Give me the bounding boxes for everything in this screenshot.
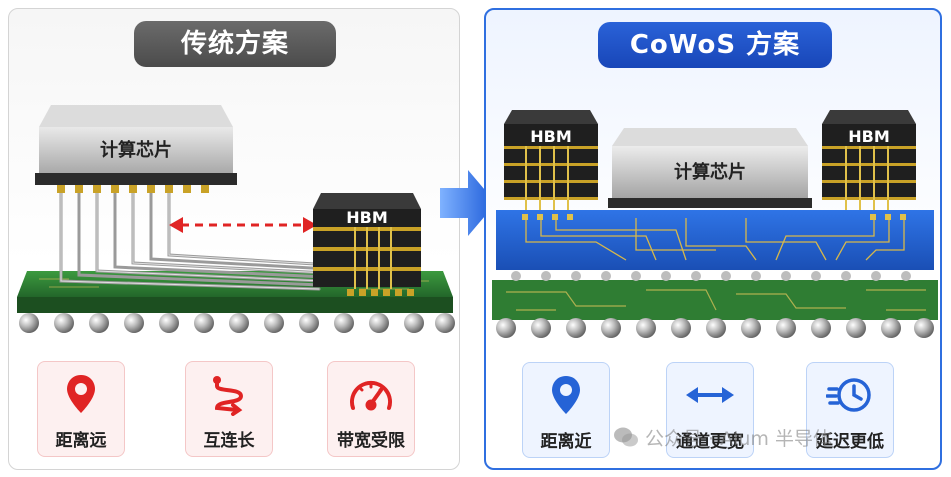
- traditional-title: 传统方案: [134, 21, 336, 67]
- feature-card-bandwidth-limited: 带宽受限: [327, 361, 415, 457]
- feature-card-distance-far: 距离远: [37, 361, 125, 457]
- traditional-panel: 传统方案: [8, 8, 460, 470]
- feature-label: 延迟更低: [816, 432, 884, 452]
- feature-card-long-interconnect: 互连长: [185, 361, 273, 457]
- silicon-interposer: [496, 210, 934, 270]
- location-pin-icon: [38, 370, 124, 418]
- traditional-diagram: 计算芯片 HBM: [17, 105, 455, 333]
- solder-balls: [496, 318, 934, 338]
- feature-label: 距离近: [540, 432, 592, 452]
- clock-fast-icon: [807, 371, 893, 419]
- distance-arrow-icon: [169, 217, 317, 233]
- cowos-panel: CoWoS 方案: [484, 8, 942, 470]
- feature-card-wider-channel: 通道更宽: [666, 362, 754, 458]
- double-arrow-icon: [667, 371, 753, 419]
- feature-label: 带宽受限: [337, 431, 405, 451]
- hbm-stack-right: HBM: [822, 110, 916, 210]
- pcb-substrate: [492, 280, 938, 320]
- feature-card-lower-latency: 延迟更低: [806, 362, 894, 458]
- feature-label: 距离远: [55, 431, 107, 451]
- hbm-stack-left: HBM: [504, 110, 598, 210]
- wechat-icon: [614, 427, 638, 447]
- solder-balls: [19, 313, 455, 333]
- cowos-title: CoWoS 方案: [598, 22, 832, 68]
- micro-bumps: [511, 271, 911, 281]
- feature-label: 通道更宽: [676, 432, 744, 452]
- compute-chip: 计算芯片: [35, 105, 237, 193]
- feature-label: 互连长: [203, 431, 255, 451]
- hbm-stack: HBM: [313, 193, 421, 296]
- hbm-label: HBM: [346, 208, 388, 227]
- compute-chip-label: 计算芯片: [100, 139, 172, 161]
- transition-arrow-icon: [440, 170, 496, 236]
- watermark-text: 公众号 · Alum 半导体: [645, 427, 832, 450]
- watermark: 公众号 · Alum 半导体: [613, 422, 832, 452]
- location-pin-icon: [523, 371, 609, 419]
- compute-chip-label: 计算芯片: [674, 161, 746, 183]
- hbm-right-label: HBM: [848, 127, 890, 146]
- feature-card-distance-near: 距离近: [522, 362, 610, 458]
- cowos-diagram: 计算芯片 HBM: [492, 110, 938, 338]
- winding-path-icon: [186, 370, 272, 418]
- hbm-left-label: HBM: [530, 127, 572, 146]
- compute-chip: 计算芯片: [608, 128, 812, 208]
- speedometer-icon: [328, 370, 414, 418]
